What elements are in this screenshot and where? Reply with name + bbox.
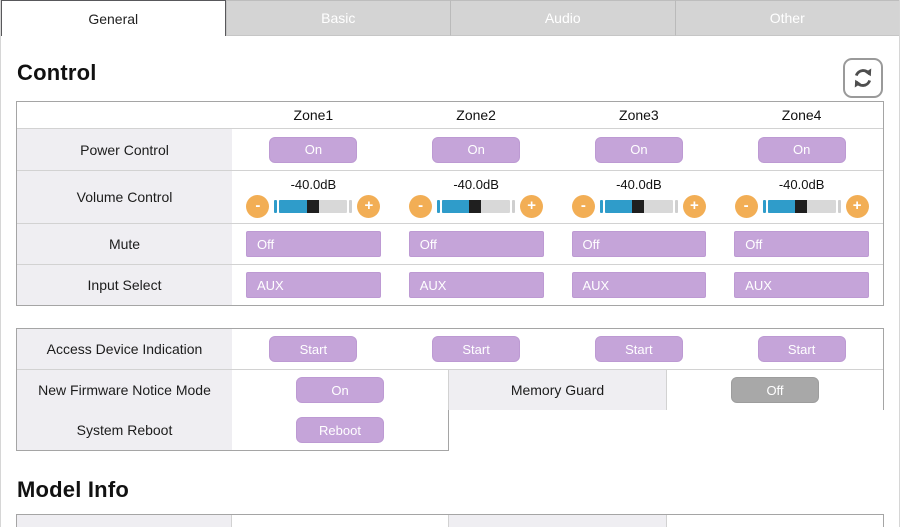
volume-minus-button-zone3[interactable]: -: [571, 194, 595, 218]
volume-minus-button-zone4[interactable]: -: [734, 194, 758, 218]
power-on-button-zone1[interactable]: On: [269, 136, 358, 163]
model-info-label-cell-2: [449, 515, 667, 527]
tab-basic[interactable]: Basic: [225, 0, 450, 36]
volume-cell-zone3: -40.0dB - +: [558, 171, 721, 223]
system-reboot-label: System Reboot: [17, 410, 232, 450]
slider-left-cap: [599, 199, 603, 213]
zone4-header: Zone4: [781, 107, 822, 123]
power-on-button-zone2[interactable]: On: [432, 136, 521, 163]
refresh-icon: [850, 65, 876, 91]
model-info-table-partial: [16, 514, 884, 527]
volume-slider-zone2[interactable]: [437, 199, 516, 213]
mute-select-zone3[interactable]: Off: [571, 231, 707, 257]
mute-row: Mute Off Off Off Off: [17, 223, 883, 264]
memory-guard-off-button[interactable]: Off: [731, 377, 819, 403]
firmware-memory-row: New Firmware Notice Mode On Memory Guard…: [17, 369, 883, 410]
volume-control-label: Volume Control: [17, 171, 232, 223]
volume-cell-zone2: -40.0dB - +: [395, 171, 558, 223]
settings-table: Access Device Indication Start Start Sta…: [16, 328, 884, 410]
system-reboot-button[interactable]: Reboot: [296, 417, 384, 443]
tab-general[interactable]: General: [1, 0, 226, 36]
system-reboot-row: System Reboot Reboot: [16, 410, 449, 451]
access-start-button-zone4[interactable]: Start: [757, 336, 846, 362]
slider-handle[interactable]: [794, 199, 807, 213]
zone1-header: Zone1: [293, 107, 334, 123]
slider-right-cap: [674, 199, 678, 213]
control-table: Zone1 Zone2 Zone3 Zone4 Power Control On…: [16, 101, 884, 306]
volume-value-zone1: -40.0dB: [290, 176, 337, 192]
volume-plus-button-zone2[interactable]: +: [520, 194, 544, 218]
zone2-header: Zone2: [456, 107, 496, 123]
mute-select-zone4[interactable]: Off: [734, 231, 869, 257]
model-info-label-cell: [17, 515, 232, 527]
access-start-button-zone2[interactable]: Start: [432, 336, 521, 362]
input-select-zone1[interactable]: AUX: [246, 272, 381, 298]
input-select-label: Input Select: [17, 265, 232, 305]
tab-audio[interactable]: Audio: [450, 0, 675, 36]
volume-value-zone3: -40.0dB: [616, 176, 662, 192]
input-select-zone4[interactable]: AUX: [734, 272, 869, 298]
power-on-button-zone3[interactable]: On: [594, 136, 683, 163]
tab-other[interactable]: Other: [674, 0, 899, 36]
volume-plus-button-zone4[interactable]: +: [845, 194, 869, 218]
volume-value-zone2: -40.0dB: [453, 176, 499, 192]
volume-slider-zone4[interactable]: [762, 199, 841, 213]
zone-header-row: Zone1 Zone2 Zone3 Zone4: [17, 102, 883, 128]
slider-right-cap: [349, 199, 353, 213]
slider-right-cap: [837, 199, 841, 213]
zone3-header: Zone3: [619, 107, 659, 123]
slider-fill: [442, 199, 470, 213]
power-on-button-zone4[interactable]: On: [757, 136, 846, 163]
slider-handle[interactable]: [469, 199, 482, 213]
volume-value-zone4: -40.0dB: [778, 176, 825, 192]
mute-select-zone1[interactable]: Off: [246, 231, 381, 257]
power-control-row: Power Control On On On On: [17, 128, 883, 170]
access-start-button-zone1[interactable]: Start: [269, 336, 358, 362]
slider-fill: [604, 199, 633, 213]
access-start-button-zone3[interactable]: Start: [594, 336, 683, 362]
model-info-value-cell: [232, 515, 449, 527]
input-select-zone3[interactable]: AUX: [571, 272, 707, 298]
slider-left-cap: [437, 199, 441, 213]
access-device-row: Access Device Indication Start Start Sta…: [17, 329, 883, 369]
tab-bar: General Basic Audio Other: [1, 0, 899, 36]
slider-handle[interactable]: [632, 199, 645, 213]
volume-cell-zone1: -40.0dB - +: [232, 171, 395, 223]
volume-minus-button-zone1[interactable]: -: [246, 194, 270, 218]
volume-control-row: Volume Control -40.0dB - + -40.0dB: [17, 170, 883, 223]
mute-label: Mute: [17, 224, 232, 264]
volume-slider-zone1[interactable]: [274, 199, 353, 213]
slider-right-cap: [512, 199, 516, 213]
slider-fill: [279, 199, 307, 213]
volume-cell-zone4: -40.0dB - +: [720, 171, 883, 223]
slider-left-cap: [274, 199, 278, 213]
volume-slider-zone3[interactable]: [599, 199, 678, 213]
model-info-value-cell-2: [667, 515, 883, 527]
header-blank-cell: [17, 102, 232, 128]
new-firmware-notice-label: New Firmware Notice Mode: [17, 370, 232, 410]
volume-plus-button-zone1[interactable]: +: [357, 194, 381, 218]
access-device-label: Access Device Indication: [17, 329, 232, 369]
memory-guard-label: Memory Guard: [449, 370, 667, 410]
slider-handle[interactable]: [306, 199, 319, 213]
slider-fill: [767, 199, 795, 213]
firmware-notice-on-button[interactable]: On: [296, 377, 384, 403]
mute-select-zone2[interactable]: Off: [408, 231, 544, 257]
section-title-control: Control: [17, 60, 97, 85]
refresh-button[interactable]: [843, 58, 883, 98]
slider-left-cap: [762, 199, 766, 213]
power-control-label: Power Control: [17, 129, 232, 170]
section-title-model-info: Model Info: [17, 477, 129, 502]
input-select-zone2[interactable]: AUX: [408, 272, 544, 298]
volume-plus-button-zone3[interactable]: +: [682, 194, 706, 218]
volume-minus-button-zone2[interactable]: -: [409, 194, 433, 218]
input-select-row: Input Select AUX AUX AUX AUX: [17, 264, 883, 305]
